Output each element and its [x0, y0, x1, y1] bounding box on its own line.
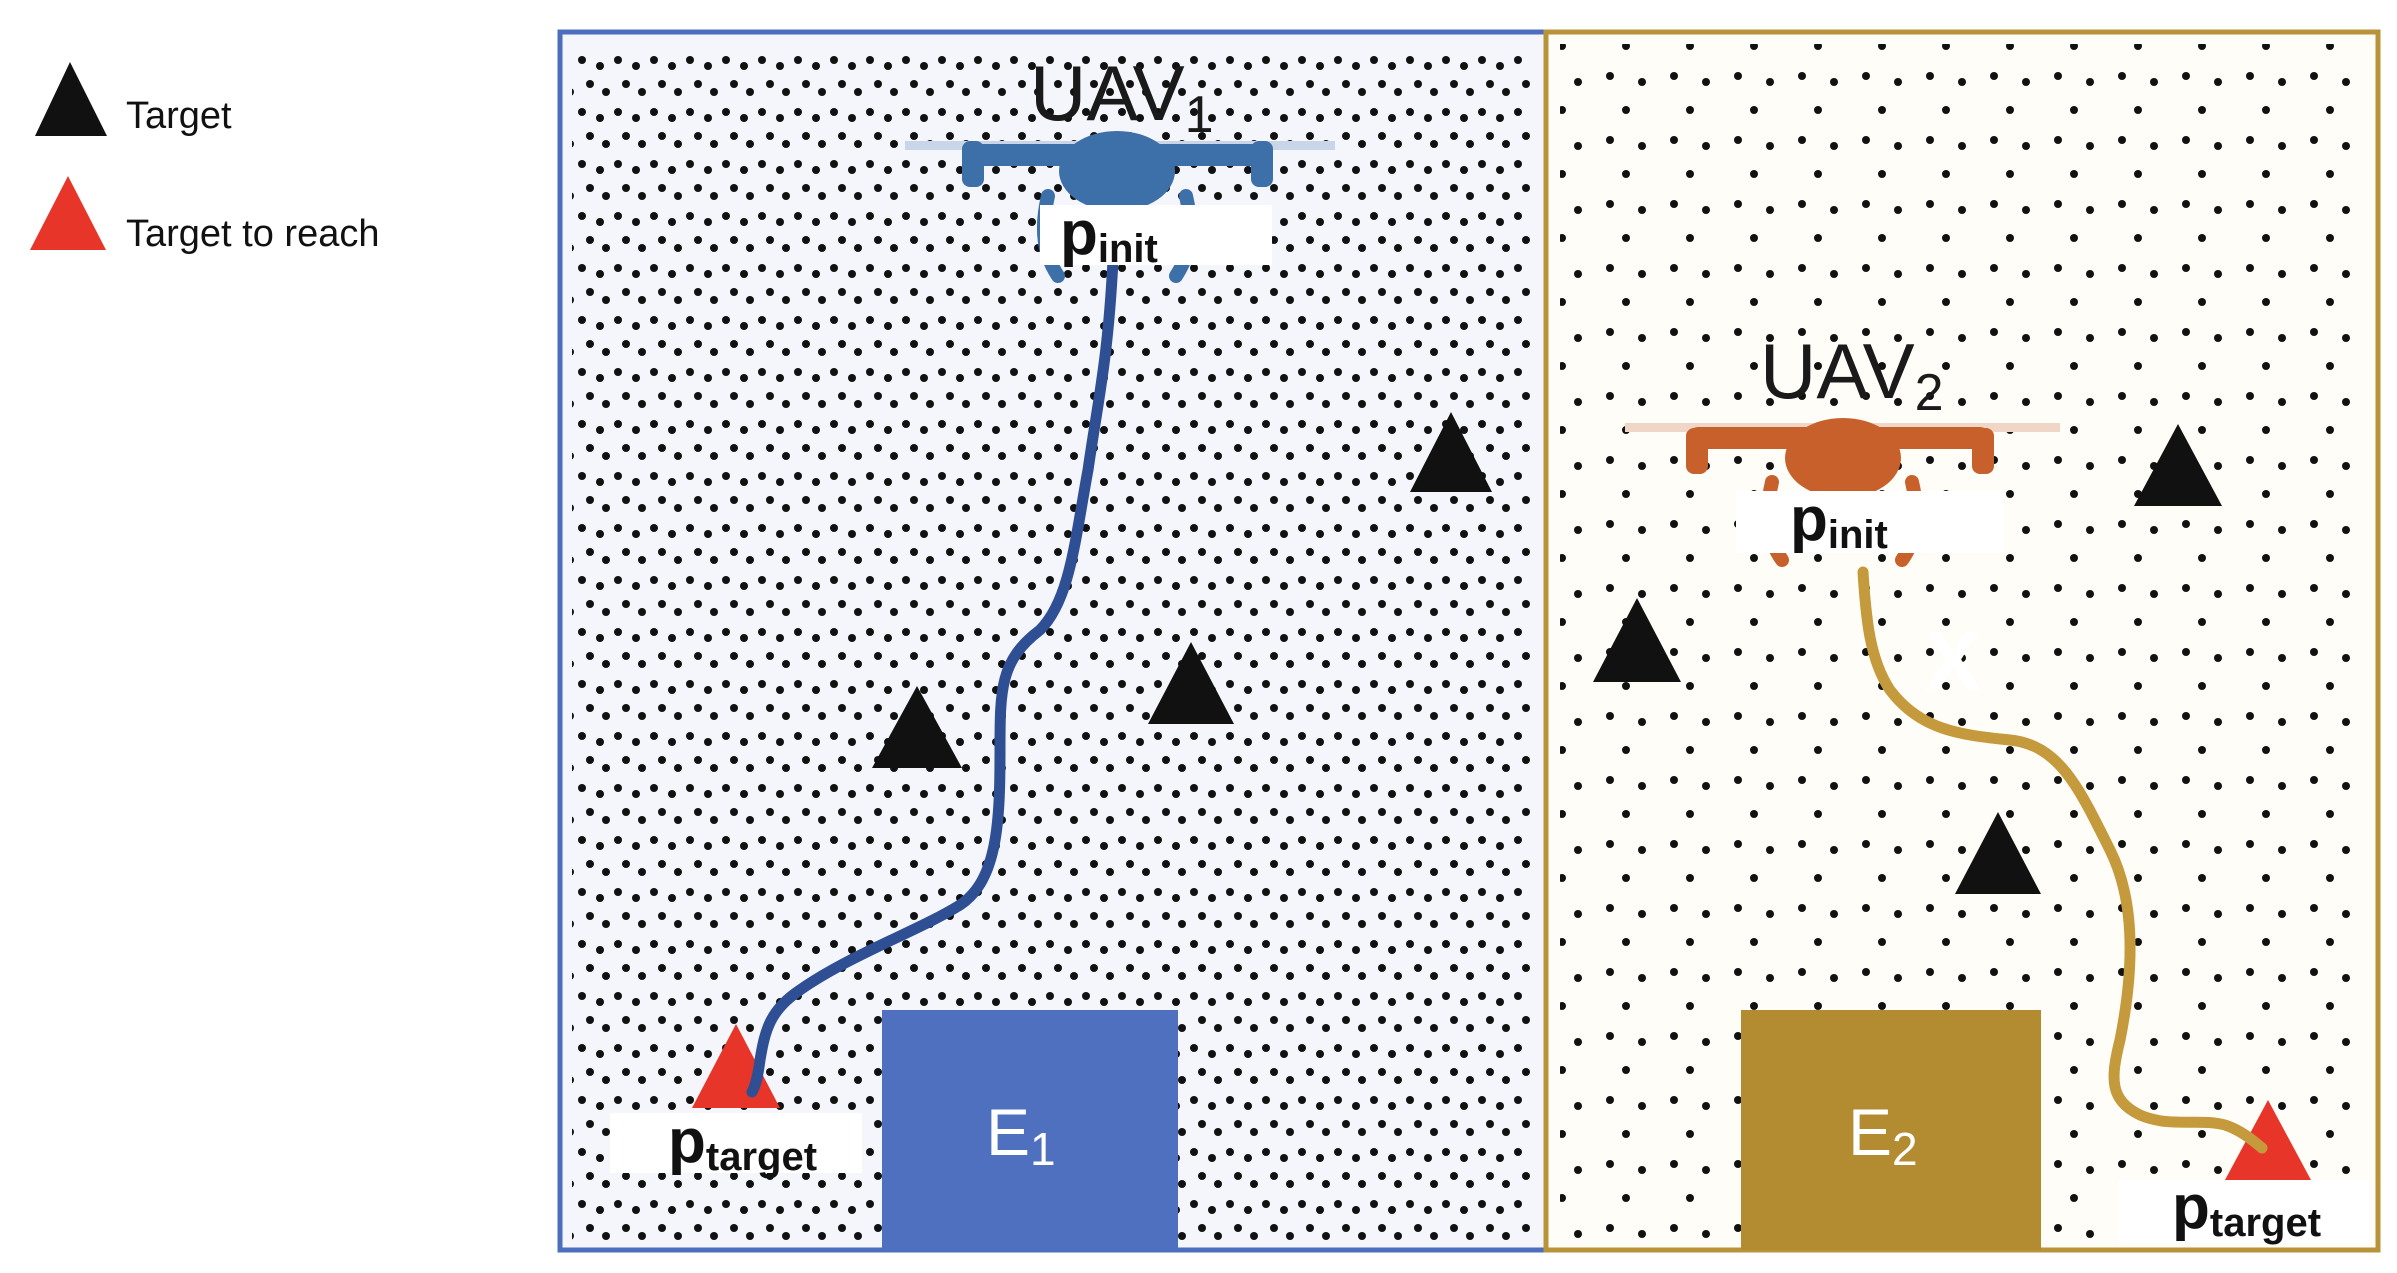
uav2-pinit-symbol: p [1790, 485, 1828, 554]
uav1-flight-path [746, 254, 1119, 1098]
blocked-mark: X [1925, 614, 1981, 708]
uav1-name: UAV [1030, 49, 1185, 137]
uav1-index: 1 [1185, 86, 1214, 144]
uav2-ptarget-symbol: p [2172, 1173, 2210, 1242]
uav2-ptarget-sub: target [2210, 1201, 2321, 1245]
uav1-pinit-symbol: p [1060, 199, 1098, 268]
legend-target-label: Target [126, 95, 232, 137]
uav2-name: UAV [1760, 327, 1915, 415]
zone-e1-name: E [986, 1095, 1030, 1169]
zone-e2 [1741, 1010, 2041, 1250]
uav2-label: UAV2 [1760, 327, 1944, 422]
target-icon [872, 686, 962, 768]
uav1-ptarget-label: ptarget [668, 1107, 817, 1179]
target-icon [1148, 642, 1234, 724]
zone-e1-index: 1 [1030, 1123, 1056, 1175]
uav1-ptarget-sub: target [706, 1135, 817, 1179]
target-icon [2134, 424, 2222, 506]
uav1-ptarget-box [610, 1113, 862, 1173]
uav2-ptarget-label: ptarget [2172, 1173, 2321, 1245]
uav2-pinit-label: pinit [1790, 485, 1888, 557]
target-icon [1593, 598, 1681, 682]
target-to-reach-icon [2225, 1100, 2311, 1180]
target-icon [1955, 812, 2041, 894]
legend-target-to-reach-label: Target to reach [126, 213, 379, 255]
zone-e2-index: 2 [1892, 1123, 1918, 1175]
target-legend-icon [35, 62, 107, 136]
uav1-pinit-box [1040, 205, 1272, 265]
uav1-ptarget-symbol: p [668, 1107, 706, 1176]
zone-e1 [882, 1010, 1178, 1250]
uav2-ptarget-box [2118, 1180, 2370, 1242]
target-icon [1410, 412, 1492, 492]
uav2-pinit-box [1736, 491, 2004, 553]
zone-e1-label: E1 [986, 1095, 1056, 1175]
uav2-pinit-sub: init [1828, 513, 1888, 557]
legend: Target Target to reach [30, 62, 379, 255]
uav1-pinit-label: pinit [1060, 199, 1158, 271]
zone-e2-label: E2 [1848, 1095, 1918, 1175]
uav1-label: UAV1 [1030, 49, 1214, 144]
panel-uav1: E1 UAV1 pinit ptarget [557, 29, 1549, 1253]
panel-uav2: E2 X UAV2 pinit p [1543, 29, 2381, 1253]
uav2-index: 2 [1915, 364, 1944, 422]
target-to-reach-legend-icon [30, 176, 106, 250]
uav2-flight-path [1857, 566, 2268, 1154]
zone-e2-name: E [1848, 1095, 1892, 1169]
uav1-pinit-sub: init [1098, 227, 1158, 271]
